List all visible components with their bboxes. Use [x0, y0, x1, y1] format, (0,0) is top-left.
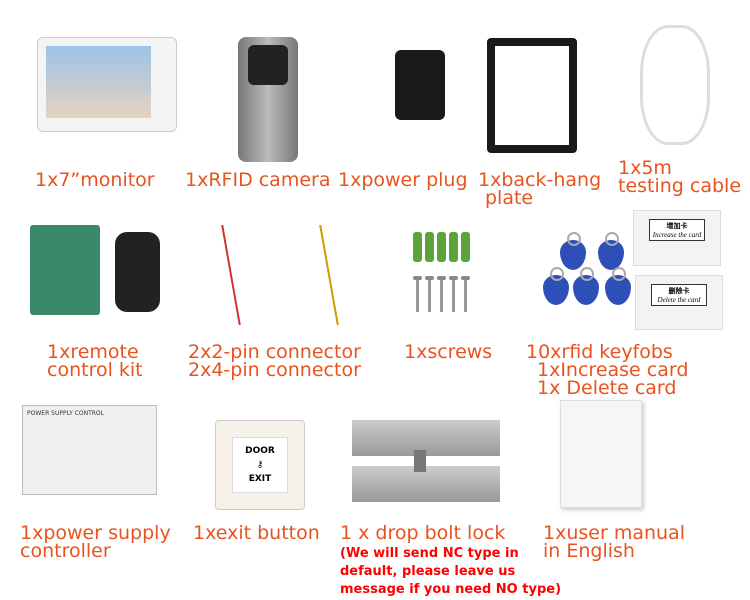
increase-card-label: 1xIncrease card — [537, 359, 689, 381]
delete-card-cn: 删除卡 — [668, 287, 690, 295]
lock-label: 1 x drop bolt lock — [340, 522, 506, 544]
connector-image — [221, 225, 339, 325]
exit-text: EXIT — [248, 474, 272, 484]
psu-image: POWER SUPPLY CONTROL — [22, 405, 157, 495]
psu-label-2: controller — [20, 540, 111, 562]
cable-label: 1x5m — [618, 157, 672, 179]
connector-label-2: 2x4-pin connector — [188, 359, 361, 381]
psu-label: 1xpower supply — [20, 522, 171, 544]
remote-label: 1xremote — [47, 341, 139, 363]
plug-label: 1xpower plug — [338, 169, 468, 191]
lock-note-3: message if you need NO type) — [340, 582, 562, 597]
cable-image — [640, 25, 710, 145]
lock-note-1: (We will send NC type in — [340, 546, 519, 561]
delete-card-en: Delete the card — [657, 296, 701, 304]
power-plug-image — [395, 50, 445, 120]
manual-label: 1xuser manual — [543, 522, 685, 544]
key-icon: ⚷ — [256, 460, 264, 470]
camera-image — [238, 37, 298, 162]
backplate-label: 1xback-hang — [478, 169, 602, 191]
drop-bolt-lock-image — [352, 420, 500, 502]
cable-label-2: testing cable — [618, 175, 742, 197]
backplate-label-2: plate — [485, 187, 534, 209]
door-text: DOOR — [245, 446, 275, 456]
lock-note-2: default, please leave us — [340, 564, 516, 579]
exit-label: 1xexit button — [193, 522, 320, 544]
monitor-image — [37, 37, 177, 132]
back-plate-image — [487, 38, 577, 153]
exit-button-image: DOOR ⚷ EXIT — [215, 420, 305, 510]
remote-kit-image — [30, 225, 100, 315]
connector-label: 2x2-pin connector — [188, 341, 361, 363]
delete-card-label: 1x Delete card — [537, 377, 677, 399]
increase-card-cn: 增加卡 — [666, 222, 688, 230]
increase-card-en: Increase the card — [652, 231, 702, 239]
user-manual-image — [560, 400, 642, 508]
keyfobs-label: 10xrfid keyfobs — [526, 341, 673, 363]
camera-label: 1xRFID camera — [185, 169, 331, 191]
manual-label-2: in English — [543, 540, 635, 562]
remote-label-2: control kit — [47, 359, 143, 381]
remote-fob-image — [115, 232, 160, 312]
monitor-label: 1x7”monitor — [35, 169, 155, 191]
screws-label: 1xscrews — [404, 341, 493, 363]
psu-device-text: POWER SUPPLY CONTROL — [27, 410, 104, 417]
